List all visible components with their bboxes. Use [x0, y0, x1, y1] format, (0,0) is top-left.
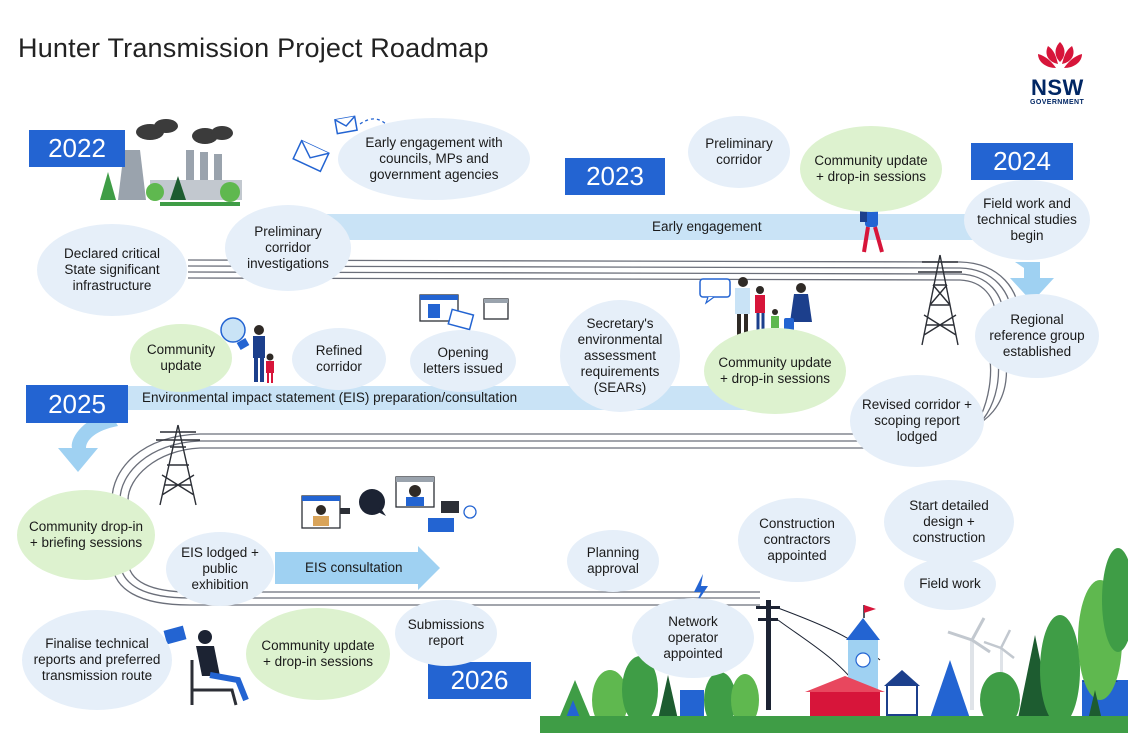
band-label-eis-consultation: EIS consultation — [305, 560, 403, 575]
nsw-government-logo: NSW GOVERNMENT — [1024, 38, 1096, 110]
family-icon — [735, 277, 812, 338]
power-station-icon — [100, 119, 242, 206]
milestone-regional-reference: Regional reference group established — [975, 294, 1099, 378]
milestone-construction-contractors: Construction contractors appointed — [738, 498, 856, 582]
milestone-finalise-reports: Finalise technical reports and preferred… — [22, 610, 172, 710]
milestone-declared: Declared critical State significant infr… — [37, 224, 187, 316]
transmission-tower-icon-1 — [918, 254, 962, 346]
milestone-community-update-dropin-3: Community update + drop-in sessions — [246, 608, 390, 700]
milestone-community-dropin-briefing: Community drop-in + briefing sessions — [17, 490, 155, 580]
milestone-network-operator: Network operator appointed — [632, 598, 754, 678]
milestone-early-engagement-councils: Early engagement with councils, MPs and … — [338, 118, 530, 200]
envelope-icon — [292, 115, 358, 173]
page-title: Hunter Transmission Project Roadmap — [18, 33, 489, 63]
logo-subtext: GOVERNMENT — [1030, 99, 1085, 106]
band-early-engagement — [285, 214, 1013, 240]
turn-arrow-left — [58, 412, 118, 472]
lightning-bolt-icon — [694, 574, 708, 607]
milestone-field-work: Field work — [904, 558, 996, 610]
milestone-sears: Secretary's environmental assessment req… — [560, 300, 680, 412]
milestone-community-update-dropin-1: Community update + drop-in sessions — [800, 126, 942, 212]
year-badge-2022: 2022 — [29, 130, 125, 167]
band-label-eis-preparation: Environmental impact statement (EIS) pre… — [142, 390, 518, 405]
reader-icon — [163, 625, 249, 706]
milestone-revised-corridor: Revised corridor + scoping report lodged — [850, 375, 984, 467]
logo-text: NSW — [1031, 75, 1084, 100]
milestone-submissions-report: Submissions report — [395, 600, 497, 666]
year-badge-2025: 2025 — [26, 385, 128, 423]
waratah-logo-icon — [1038, 42, 1082, 68]
band-eis-consultation — [275, 546, 440, 590]
milestone-prelim-investigations: Preliminary corridor investigations — [225, 205, 351, 291]
band-label-early-engagement: Early engagement — [652, 219, 762, 234]
transmission-tower-icon-2 — [156, 424, 200, 506]
turn-arrow-right — [1010, 262, 1054, 302]
lightbulb-icon — [220, 317, 274, 383]
milestone-refined-corridor: Refined corridor — [292, 328, 386, 390]
speech-bubble-icon — [699, 278, 731, 305]
video-call-icon — [301, 476, 477, 532]
year-badge-2023: 2023 — [565, 158, 665, 195]
milestone-field-work-studies: Field work and technical studies begin — [964, 180, 1090, 260]
milestone-prelim-corridor: Preliminary corridor — [688, 116, 790, 188]
milestone-start-detailed-design: Start detailed design + construction — [884, 480, 1014, 564]
milestone-eis-lodged: EIS lodged + public exhibition — [166, 532, 274, 606]
milestone-community-update: Community update — [130, 324, 232, 392]
milestone-planning-approval: Planning approval — [567, 530, 659, 592]
milestone-community-update-dropin-2: Community update + drop-in sessions — [704, 328, 846, 414]
year-badge-2024: 2024 — [971, 143, 1073, 180]
tree-icons — [540, 548, 1128, 733]
milestone-opening-letters: Opening letters issued — [410, 330, 516, 392]
year-badge-2026: 2026 — [428, 662, 531, 699]
laptop-icon-1 — [419, 294, 509, 331]
